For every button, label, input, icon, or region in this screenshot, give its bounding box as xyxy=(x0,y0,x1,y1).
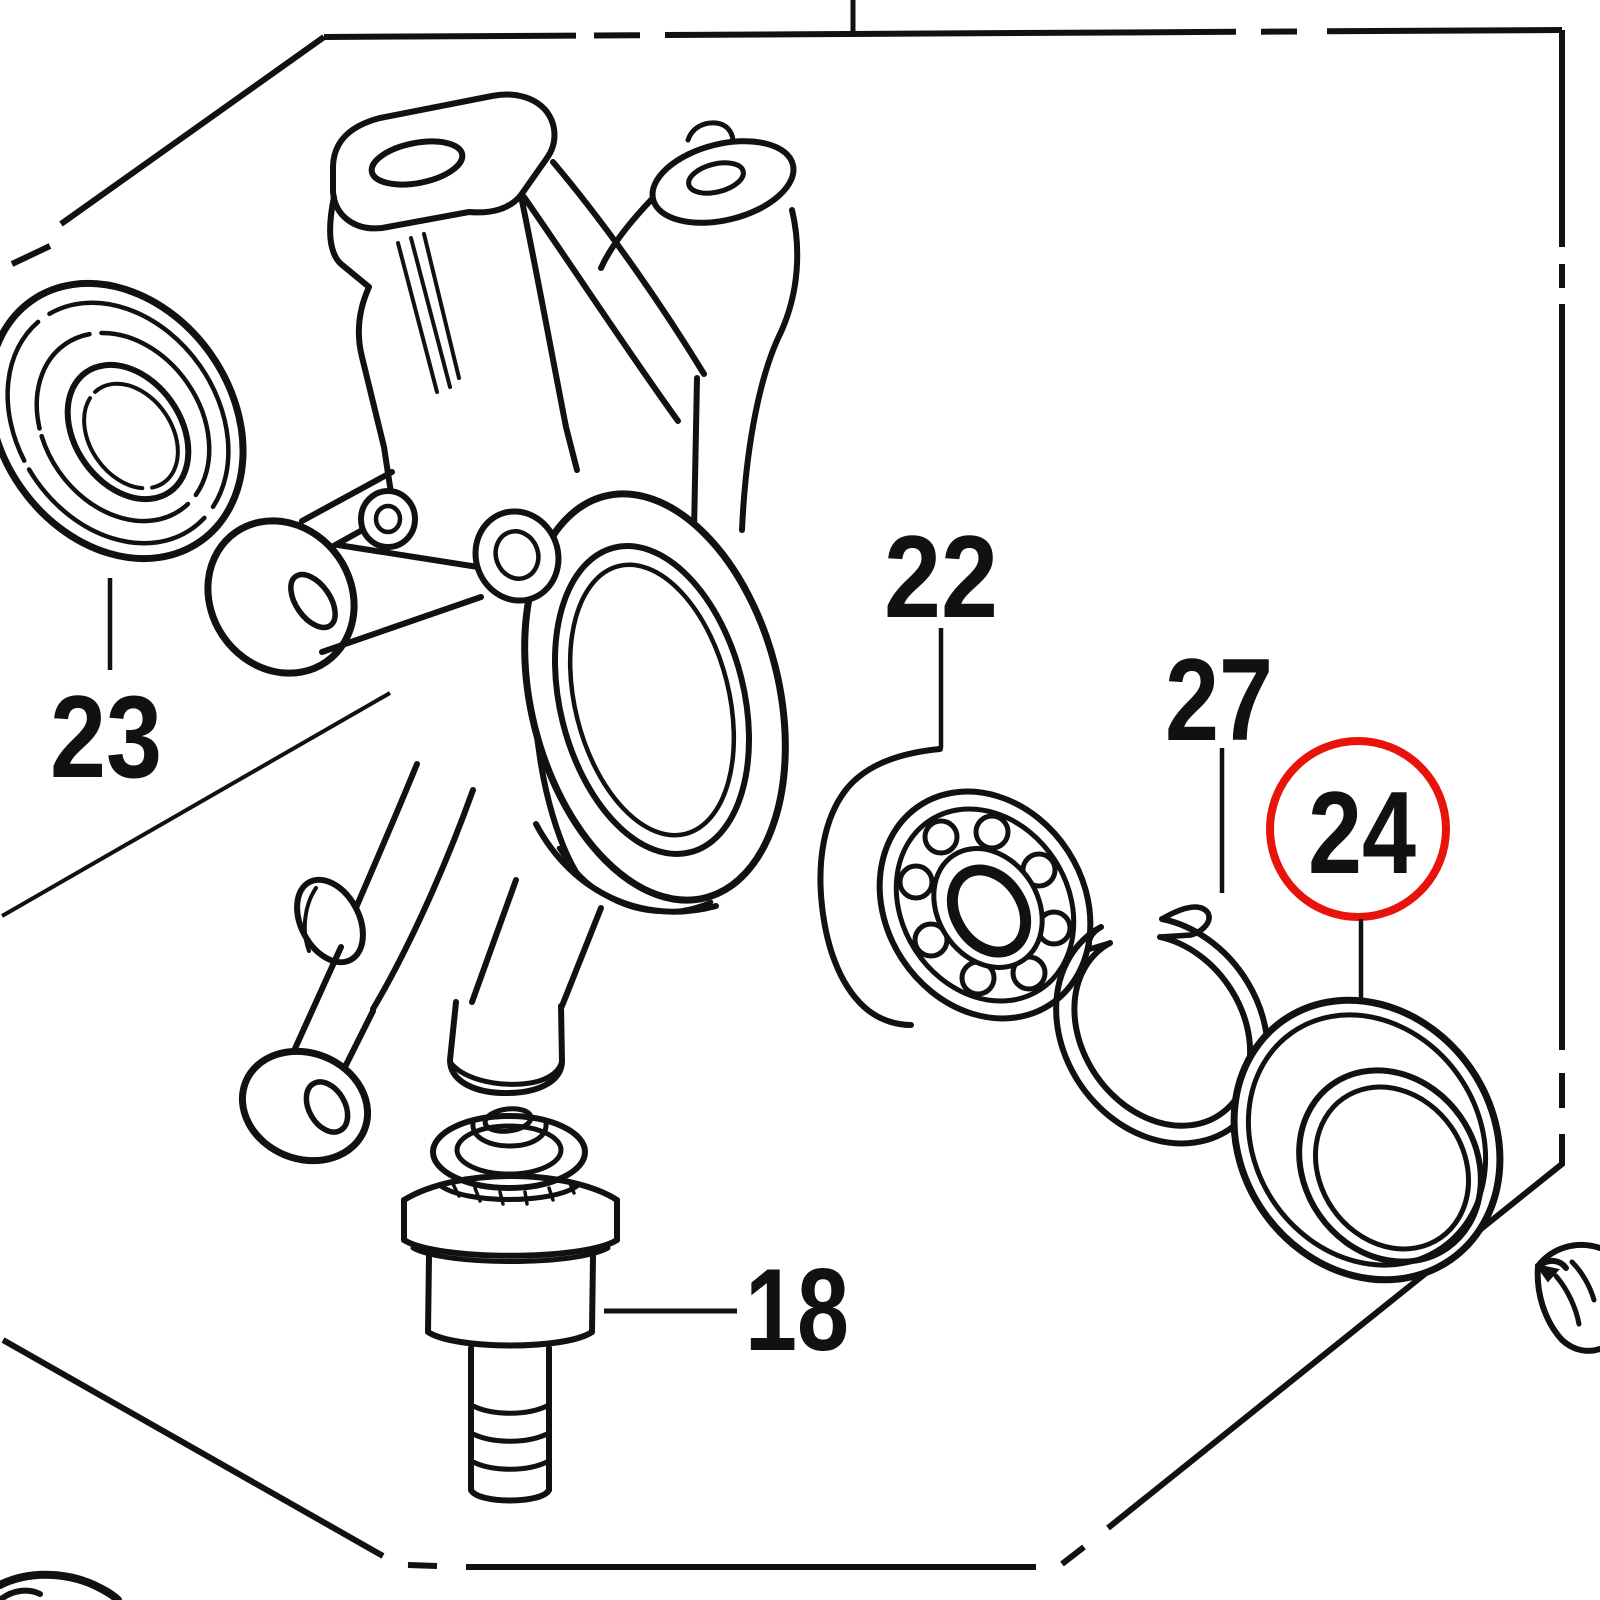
balljoint-flange-bottom xyxy=(401,1237,620,1259)
balljoint-crimp-hatch xyxy=(450,1179,576,1206)
knuckle-balljoint-boss-edge xyxy=(469,877,519,1005)
balljoint-stud-bottom xyxy=(468,1487,552,1504)
part-drawing-snap-ring-27 xyxy=(1053,904,1271,1147)
partial-part-bottom-left xyxy=(0,1570,122,1600)
knuckle-bushing-eye xyxy=(358,488,418,550)
snap-ring-inner-arc xyxy=(1071,934,1254,1129)
knuckle-arm-eye-large xyxy=(204,517,358,677)
snap-ring-end-tab xyxy=(1086,924,1113,953)
knuckle-fork-bar xyxy=(335,542,481,570)
highlight-circle-24 xyxy=(1266,737,1450,921)
knuckle-boss-tab xyxy=(685,120,736,143)
knuckle-lower-link-edge xyxy=(342,1008,376,1070)
knuckle-fork-bar xyxy=(319,594,484,655)
knuckle-fork-edge xyxy=(299,469,395,524)
part-label-27: 27 xyxy=(1165,634,1273,765)
part-label-22: 22 xyxy=(884,511,998,642)
border-top-segment xyxy=(664,28,1237,38)
seal23-groove-ring xyxy=(34,330,212,524)
border-top-segment xyxy=(1326,27,1563,35)
knuckle-clamp-right-edge xyxy=(518,193,580,473)
balljoint-flange-top xyxy=(401,1173,620,1203)
partial-arc-inner xyxy=(0,1587,43,1600)
border-bottomleft-diagonal xyxy=(1,1337,385,1559)
part-label-23: 23 xyxy=(50,671,162,802)
section-border xyxy=(1,27,1565,1570)
knuckle-lower-eye-hole xyxy=(303,1079,351,1135)
knuckle-center-bushing-hole xyxy=(493,529,541,581)
seal23-bore-ring xyxy=(64,361,192,503)
snap-ring-outer-arc xyxy=(1053,916,1271,1147)
seal23-lip-ring xyxy=(82,381,180,491)
knuckle-balljoint-boss-rim xyxy=(447,1057,565,1087)
border-topleft-diagonal xyxy=(59,34,326,227)
knuckle-upper-boss-hole xyxy=(686,160,746,196)
part-label-18: 18 xyxy=(745,1244,849,1375)
seal24-outer-ring xyxy=(1230,996,1504,1284)
balljoint-thread xyxy=(468,1402,552,1416)
knuckle-hub-bore-inner xyxy=(567,562,737,838)
arrow-inner-line xyxy=(1569,1259,1597,1303)
knuckle-clamp-slot-line xyxy=(396,241,439,394)
knuckle-lower-arm-boss-line xyxy=(302,886,318,953)
knuckle-web-bar-bottom xyxy=(521,194,681,424)
part-drawing-oil-seal-23 xyxy=(0,279,247,563)
snap-ring-end-hook xyxy=(1157,904,1212,940)
seal24-rim-ring xyxy=(1245,1012,1489,1268)
border-top-segment xyxy=(323,32,577,40)
knuckle-clamp-slot-line xyxy=(422,232,461,380)
part-drawing-bearing-22 xyxy=(817,746,1094,1028)
knuckle-balljoint-boss-edge xyxy=(559,905,604,1009)
knuckle-web-bar-top xyxy=(550,159,707,377)
balljoint-cap xyxy=(430,1113,588,1191)
continuation-arrow xyxy=(1534,1241,1600,1354)
border-topleft-dash xyxy=(10,243,52,267)
balljoint-thread xyxy=(468,1458,552,1472)
part-drawing-steering-knuckle xyxy=(204,91,801,1165)
bearing-bore xyxy=(946,864,1032,958)
bearing-ball xyxy=(973,813,1011,851)
border-bottom-dash xyxy=(407,1562,438,1569)
bearing-ball xyxy=(897,863,935,901)
knuckle-boss-right-edge xyxy=(739,207,801,533)
part-drawing-ball-joint-18 xyxy=(401,1106,620,1504)
seal24-lip-ring xyxy=(1312,1084,1472,1252)
part-drawing-oil-seal-24 xyxy=(1230,996,1504,1284)
partial-arc-outer xyxy=(0,1570,122,1600)
knuckle-hub-bottom-line xyxy=(556,845,714,915)
balljoint-body-side xyxy=(425,1253,432,1335)
knuckle-bushing-eye-hole xyxy=(373,503,403,535)
leader-line-knuckle xyxy=(1,691,391,918)
knuckle-hub-bore-outer xyxy=(551,543,753,857)
arrow-bottom-curve xyxy=(1534,1263,1600,1354)
border-diagonal-dash xyxy=(1060,1544,1086,1567)
knuckle-balljoint-boss xyxy=(447,999,565,1097)
balljoint-body-side xyxy=(589,1253,596,1335)
knuckle-clamp-slot-line xyxy=(409,236,452,389)
knuckle-lower-arm-edge xyxy=(370,787,476,1012)
knuckle-lower-link-edge xyxy=(290,944,344,1056)
knuckle-strut-bolt-hole xyxy=(368,138,466,188)
knuckle-strut-clamp-face xyxy=(330,91,558,232)
bearing-ball xyxy=(922,818,960,856)
arrow-inner-line xyxy=(1553,1273,1582,1327)
part-label-24: 24 xyxy=(1308,767,1416,898)
balljoint-body-bottom xyxy=(425,1329,595,1349)
balljoint-crimp-band xyxy=(438,1183,580,1202)
bearing-outer-race xyxy=(893,806,1077,1004)
arrow-tip xyxy=(1534,1263,1560,1283)
knuckle-arm-eye-large-hole xyxy=(288,571,338,631)
seal23-outer-ring xyxy=(0,279,247,563)
knuckle-center-bushing xyxy=(472,508,562,604)
seal23-rim-ring xyxy=(5,300,231,546)
knuckle-neck-edge xyxy=(691,375,700,535)
knuckle-boss-left-edge xyxy=(598,196,655,271)
balljoint-thread xyxy=(468,1430,552,1444)
bearing-body-silhouette xyxy=(817,746,943,1028)
seal24-bore-ring xyxy=(1296,1067,1484,1265)
border-corner-diagonal xyxy=(1106,1134,1565,1531)
